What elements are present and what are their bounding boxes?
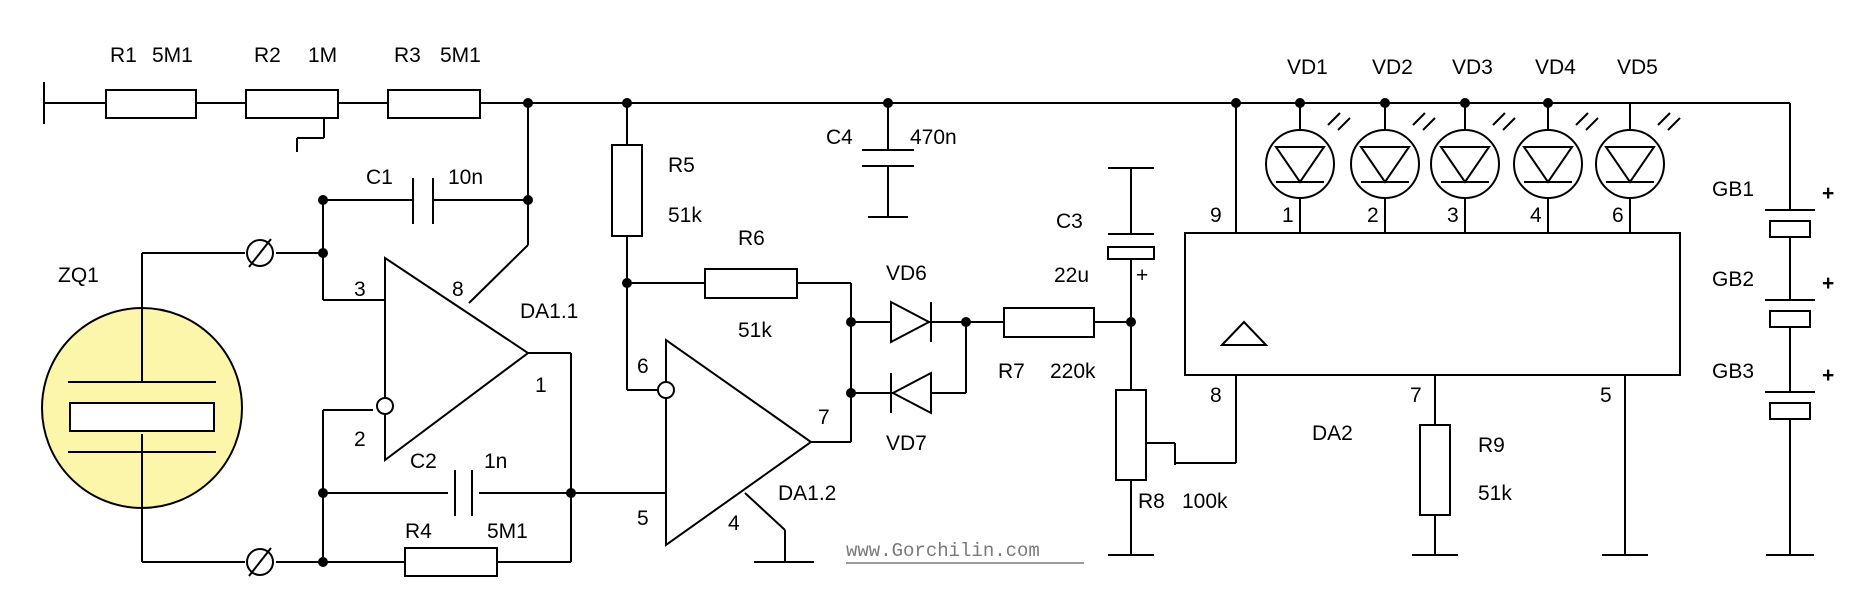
led-vd4: VD4 4 [1513, 56, 1599, 233]
da2-pin-8: 8 [1210, 384, 1222, 407]
gb3-label: GB3 [1712, 360, 1754, 383]
r9-label: R9 [1478, 434, 1505, 457]
r8-value: 100k [1182, 490, 1228, 513]
da2-pin-9: 9 [1210, 204, 1222, 227]
vd4-label: VD4 [1535, 56, 1576, 79]
r8-label: R8 [1138, 490, 1165, 513]
r5-label: R5 [668, 154, 695, 177]
led-vd2: VD2 2 [1350, 56, 1436, 233]
da2-pin-7: 7 [1410, 384, 1422, 407]
crystal-terminals [246, 238, 274, 577]
resistor-r6: R6 51k [704, 227, 798, 342]
led-vd1: VD1 1 [1265, 56, 1351, 233]
da11-opamp: 3 8 2 1 DA1.1 [354, 256, 578, 462]
capacitor-c2: C2 1n [410, 450, 507, 516]
c2-value: 1n [484, 450, 507, 473]
vd7-label: VD7 [886, 432, 927, 455]
c1-value: 10n [448, 166, 483, 189]
da11-label: DA1.1 [520, 300, 578, 323]
da11-pin-2: 2 [354, 428, 366, 451]
da2-pin-5: 5 [1600, 384, 1612, 407]
zq1-label: ZQ1 [58, 264, 99, 287]
da2-pin-1: 1 [1282, 204, 1294, 227]
capacitor-c1: C1 10n [366, 166, 483, 224]
da12-pin-6: 6 [637, 355, 649, 378]
r3-value: 5M1 [440, 44, 481, 67]
da2-pin-3: 3 [1447, 204, 1459, 227]
r2-value: 1M [308, 44, 337, 67]
vd1-label: VD1 [1287, 56, 1328, 79]
potentiometer-r8: R8 100k [1108, 375, 1237, 556]
vd2-label: VD2 [1372, 56, 1413, 79]
resistor-r4: R4 5M1 [404, 520, 528, 577]
junction-dots [318, 98, 1553, 567]
da12-pin-4: 4 [728, 512, 740, 535]
da2-pin5-ground [1602, 375, 1648, 556]
da11-pin-3: 3 [354, 278, 366, 301]
da11-wires [142, 103, 676, 563]
vd6-label: VD6 [886, 262, 927, 285]
top-rail-wires [43, 82, 1790, 124]
gb3-plus-sign: + [1822, 364, 1834, 387]
da12-wires [626, 103, 1131, 563]
vd5-label: VD5 [1617, 56, 1658, 79]
gb1-label: GB1 [1712, 178, 1754, 201]
led-vd3: VD3 3 [1430, 56, 1516, 233]
c2-label: C2 [410, 450, 437, 473]
battery-stack: GB1 GB2 GB3 + + + [1712, 103, 1834, 556]
capacitor-c4: C4 470n [826, 103, 957, 218]
da12-pin-5: 5 [637, 507, 649, 530]
da11-pin-1: 1 [535, 374, 547, 397]
r6-value: 51k [738, 319, 772, 342]
resistor-r5: R5 51k [611, 144, 702, 237]
c3-plus-sign: + [1136, 264, 1148, 287]
diode-vd7: VD7 [886, 371, 932, 455]
da12-opamp: 6 5 4 7 DA1.2 [637, 338, 836, 547]
led-vd5: VD5 6 [1595, 56, 1681, 233]
gb1-plus-sign: + [1822, 182, 1834, 205]
da2-chip: 9 8 7 5 DA2 [1184, 103, 1681, 445]
watermark: www.Gorchilin.com [846, 540, 1084, 564]
r2-label: R2 [254, 44, 281, 67]
crystal-zq1: ZQ1 [41, 253, 243, 562]
da2-label: DA2 [1312, 422, 1353, 445]
c4-label: C4 [826, 126, 853, 149]
r5-value: 51k [668, 204, 702, 227]
diode-vd6: VD6 [886, 262, 932, 344]
resistor-r3: R3 5M1 [387, 44, 481, 119]
vd3-label: VD3 [1452, 56, 1493, 79]
da2-pin-2: 2 [1367, 204, 1379, 227]
resistor-r9: R9 51k [1412, 375, 1512, 556]
gb2-label: GB2 [1712, 268, 1754, 291]
r7-value: 220k [1050, 360, 1096, 383]
c4-value: 470n [910, 126, 957, 149]
c1-label: C1 [366, 166, 393, 189]
watermark-text: www.Gorchilin.com [846, 540, 1040, 562]
c3-value: 22u [1054, 264, 1089, 287]
r1-value: 5M1 [152, 44, 193, 67]
da12-label: DA1.2 [778, 482, 836, 505]
r1-label: R1 [110, 44, 137, 67]
resistor-r1: R1 5M1 [105, 44, 197, 119]
r4-label: R4 [405, 520, 432, 543]
r4-value: 5M1 [487, 520, 528, 543]
r9-value: 51k [1478, 482, 1512, 505]
capacitor-c3: C3 22u + [1054, 167, 1155, 390]
c3-label: C3 [1056, 210, 1083, 233]
da12-pin-7: 7 [818, 406, 830, 429]
resistor-r7: R7 220k [998, 307, 1096, 383]
potentiometer-r2: R2 1M [245, 44, 339, 152]
gb2-plus-sign: + [1822, 272, 1834, 295]
da2-pin-4: 4 [1530, 204, 1542, 227]
da2-pin-6: 6 [1612, 204, 1624, 227]
da11-pin-8: 8 [452, 278, 464, 301]
r7-label: R7 [998, 360, 1025, 383]
r3-label: R3 [394, 44, 421, 67]
r6-label: R6 [738, 227, 765, 250]
